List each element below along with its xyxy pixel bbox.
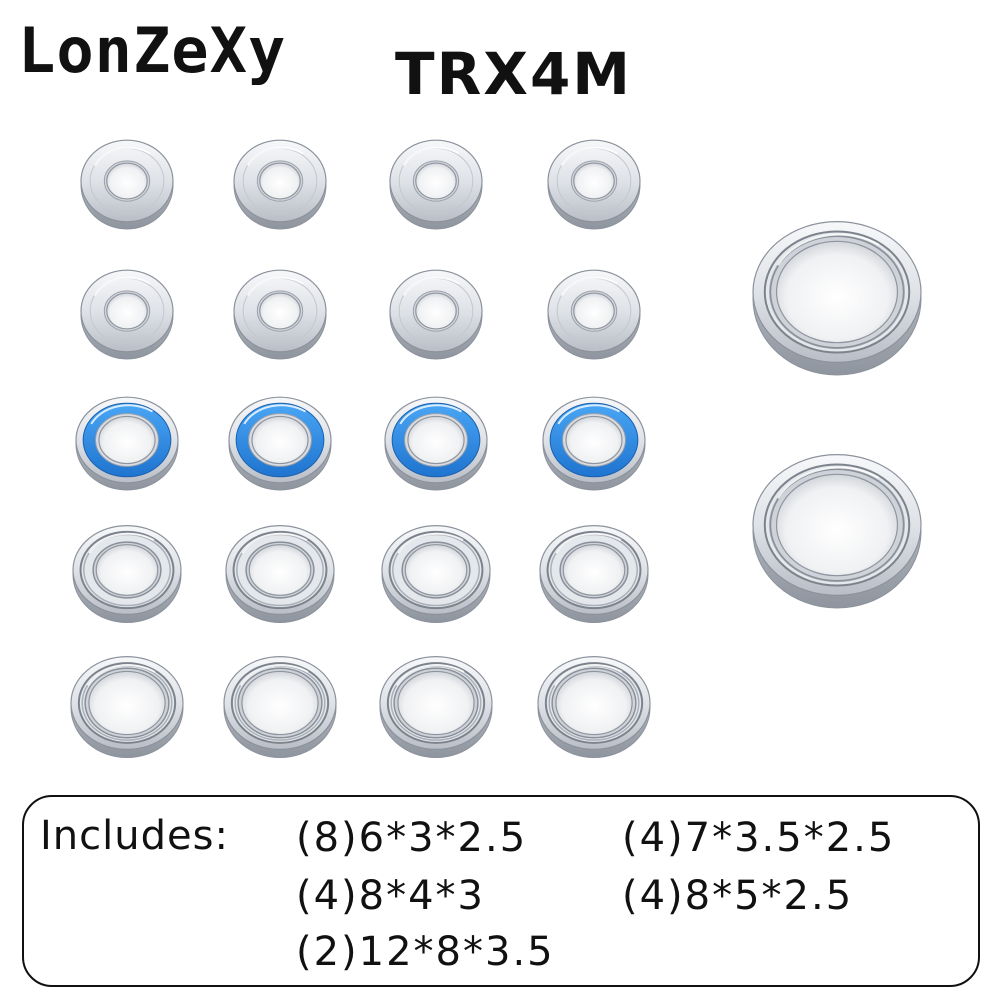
bearing-small-metal [547,139,641,230]
includes-item: (4)8*5*2.5 [622,873,854,919]
bearing-blue-sealed [384,396,488,491]
bearing-metal-shielded [381,524,491,623]
model-title: TRX4M [395,40,633,108]
bearing-metal-shielded [225,524,335,623]
bearing-large-metal-shielded [752,454,922,609]
bearing-metal-shielded-thin [70,655,184,758]
bearing-photo [70,139,922,758]
bearing-small-metal [389,139,483,230]
includes-item: (4)8*4*3 [296,873,486,919]
bearing-blue-sealed [75,396,179,491]
bearing-small-metal [389,269,483,360]
bearing-metal-shielded [539,524,649,623]
includes-item: (4)7*3.5*2.5 [622,815,896,861]
bearing-metal-shielded [72,524,182,623]
bearing-metal-shielded-thin [537,655,651,758]
includes-item: (8)6*3*2.5 [296,815,528,861]
bearing-small-metal [547,269,641,360]
bearing-blue-sealed [228,396,332,491]
bearing-metal-shielded-thin [379,655,493,758]
bearing-small-metal [80,269,174,360]
bearing-blue-sealed [542,396,646,491]
bearing-small-metal [233,139,327,230]
bearing-small-metal [233,269,327,360]
includes-box: Includes: (8)6*3*2.5 (4)7*3.5*2.5 (4)8*4… [22,795,980,987]
bearing-large-metal-shielded [752,221,922,376]
includes-item: (2)12*8*3.5 [296,929,555,975]
bearing-metal-shielded-thin [223,655,337,758]
bearing-small-metal [80,139,174,230]
brand-logo: LonZeXy [18,14,287,87]
includes-label: Includes: [40,813,229,859]
